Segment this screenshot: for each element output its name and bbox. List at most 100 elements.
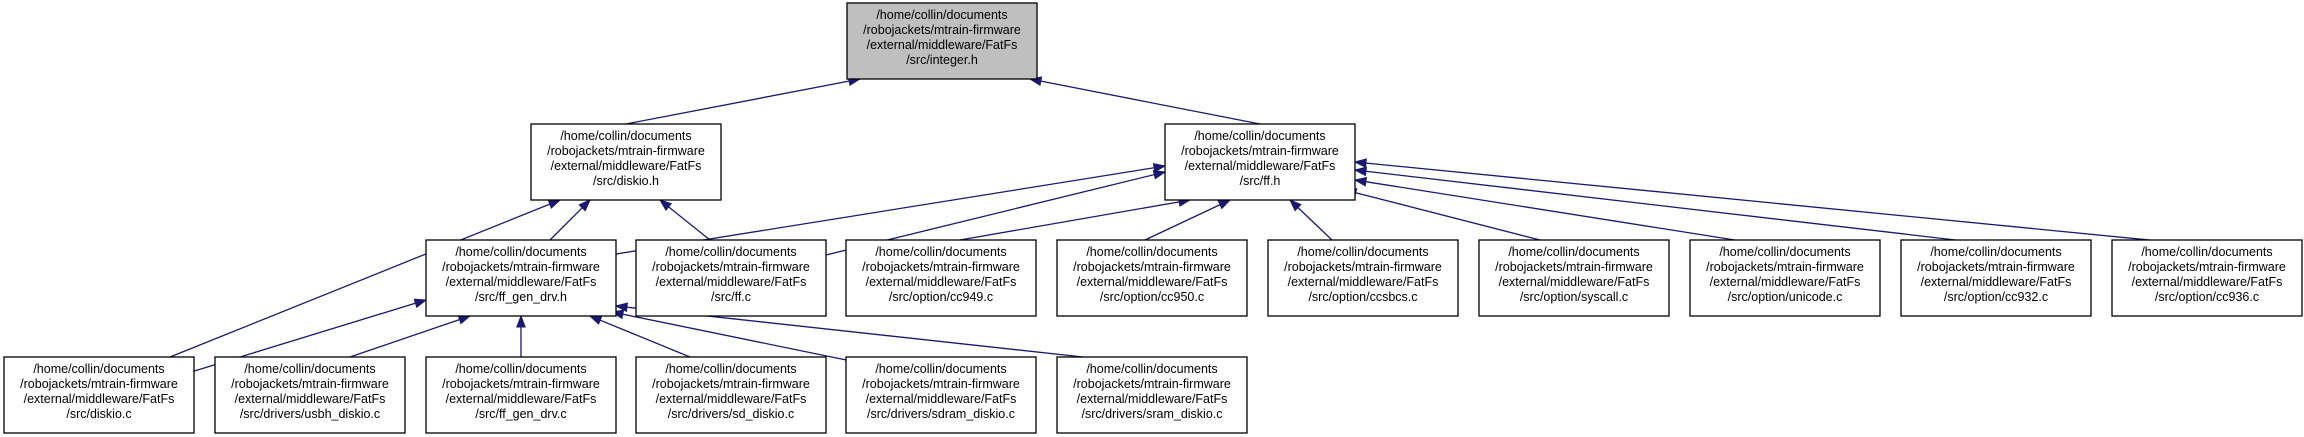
edge-arrowhead <box>658 199 673 212</box>
node-box <box>214 356 406 434</box>
node-label-line: /external/middleware/FatFs <box>446 392 597 406</box>
node-label-line: /home/collin/documents <box>875 245 1006 259</box>
edge-ccsbcs_c-to-ff_h <box>1288 199 1333 241</box>
node-box <box>845 239 1037 317</box>
node-label-line: /src/integer.h <box>906 53 978 67</box>
node-usbh-diskio-c[interactable]: /home/collin/documents/robojackets/mtrai… <box>214 356 406 434</box>
node-label-line: /src/drivers/sdram_diskio.c <box>867 407 1015 421</box>
node-box <box>845 356 1037 434</box>
edge-arrowhead <box>1152 169 1167 180</box>
node-box <box>425 239 617 317</box>
node-label-line: /home/collin/documents <box>244 362 375 376</box>
node-ff-c[interactable]: /home/collin/documents/robojackets/mtrai… <box>635 239 827 317</box>
node-label-line: /src/ff.c <box>711 290 751 304</box>
node-ff-h[interactable]: /home/collin/documents/robojackets/mtrai… <box>1164 123 1356 201</box>
edge-diskio_c-to-diskio_h <box>169 199 562 358</box>
node-cc950-c[interactable]: /home/collin/documents/robojackets/mtrai… <box>1056 239 1248 317</box>
edge-line <box>599 319 691 358</box>
node-label-line: /home/collin/documents <box>876 8 1007 22</box>
nodes-layer: /home/collin/documents/robojackets/mtrai… <box>3 2 2303 434</box>
node-cc936-c[interactable]: /home/collin/documents/robojackets/mtrai… <box>2111 239 2303 317</box>
edge-arrowhead <box>413 298 428 309</box>
edge-arrowhead <box>1353 158 1367 169</box>
edge-arrowhead <box>516 314 526 328</box>
edge-line <box>169 203 551 358</box>
node-label-line: /home/collin/documents <box>2141 245 2272 259</box>
node-sdram-diskio-c[interactable]: /home/collin/documents/robojackets/mtrai… <box>845 356 1037 434</box>
node-box <box>635 239 827 317</box>
node-label-line: /src/drivers/sd_diskio.c <box>668 407 794 421</box>
node-label-line: /robojackets/mtrain-firmware <box>1284 260 1442 274</box>
node-label-line: /home/collin/documents <box>1297 245 1428 259</box>
node-label-line: /src/ff.h <box>1240 174 1281 188</box>
edge-arrowhead <box>1353 166 1367 177</box>
node-label-line: /robojackets/mtrain-firmware <box>862 377 1020 391</box>
node-cc949-c[interactable]: /home/collin/documents/robojackets/mtrai… <box>845 239 1037 317</box>
node-label-line: /home/collin/documents <box>455 362 586 376</box>
node-sd-diskio-c[interactable]: /home/collin/documents/robojackets/mtrai… <box>635 356 827 434</box>
node-box <box>530 123 722 201</box>
node-label-line: /home/collin/documents <box>1086 245 1217 259</box>
node-cc932-c[interactable]: /home/collin/documents/robojackets/mtrai… <box>1900 239 2092 317</box>
node-label-line: /home/collin/documents <box>455 245 586 259</box>
node-label-line: /external/middleware/FatFs <box>1185 159 1336 173</box>
node-label-line: /src/option/cc949.c <box>889 290 993 304</box>
edge-line <box>621 313 857 363</box>
node-ff-gen-drv-h[interactable]: /home/collin/documents/robojackets/mtrai… <box>425 239 617 317</box>
node-label-line: /src/option/cc950.c <box>1100 290 1204 304</box>
node-diskio-c[interactable]: /home/collin/documents/robojackets/mtrai… <box>3 356 195 434</box>
edge-cc949_c-to-ff_h <box>959 197 1192 241</box>
node-sram-diskio-c[interactable]: /home/collin/documents/robojackets/mtrai… <box>1056 356 1248 434</box>
edge-sdram_diskio_c-to-ff_gen_drv_h <box>610 309 857 363</box>
edge-arrowhead <box>1217 199 1232 210</box>
node-label-line: /home/collin/documents <box>1194 129 1325 143</box>
node-label-line: /robojackets/mtrain-firmware <box>863 23 1021 37</box>
edge-arrowhead <box>547 199 562 209</box>
edge-line <box>1144 203 1222 241</box>
node-box <box>425 356 617 434</box>
node-label-line: /external/middleware/FatFs <box>1499 275 1650 289</box>
node-diskio-h[interactable]: /home/collin/documents/robojackets/mtrai… <box>530 123 722 201</box>
node-box <box>3 356 195 434</box>
edge-line <box>1296 206 1333 241</box>
node-label-line: /robojackets/mtrain-firmware <box>1917 260 2075 274</box>
edge-ff_gen_drv_h-to-diskio_h <box>549 199 591 241</box>
node-label-line: /home/collin/documents <box>665 245 796 259</box>
node-label-line: /src/option/syscall.c <box>1520 290 1628 304</box>
edge-arrowhead <box>614 302 628 313</box>
node-label-line: /robojackets/mtrain-firmware <box>442 377 600 391</box>
node-label-line: /src/option/unicode.c <box>1728 290 1843 304</box>
edge-line <box>1364 180 1761 245</box>
node-label-line: /home/collin/documents <box>1930 245 2061 259</box>
node-ccsbcs-c[interactable]: /home/collin/documents/robojackets/mtrai… <box>1267 239 1459 317</box>
node-label-line: /robojackets/mtrain-firmware <box>2128 260 2286 274</box>
edge-ff_c-to-diskio_h <box>658 199 711 241</box>
node-label-line: /robojackets/mtrain-firmware <box>1495 260 1653 274</box>
edge-line <box>959 201 1181 241</box>
node-box <box>1689 239 1881 317</box>
node-label-line: /external/middleware/FatFs <box>656 392 807 406</box>
node-label-line: /robojackets/mtrain-firmware <box>20 377 178 391</box>
edge-cc932_c-to-ff_h <box>1353 166 1991 245</box>
node-ff-gen-drv-c[interactable]: /home/collin/documents/robojackets/mtrai… <box>425 356 617 434</box>
edge-line <box>549 206 584 241</box>
edge-arrowhead <box>1152 162 1167 173</box>
node-label-line: /external/middleware/FatFs <box>1710 275 1861 289</box>
edge-syscall_c-to-ff_h <box>1343 188 1541 241</box>
node-box <box>1164 123 1356 201</box>
node-box <box>1478 239 1670 317</box>
node-label-line: /home/collin/documents <box>665 362 796 376</box>
node-label-line: /src/ff_gen_drv.h <box>475 290 567 304</box>
edge-arrowhead <box>1288 199 1302 212</box>
edge-usbh_diskio_c-to-ff_gen_drv_h <box>349 315 472 358</box>
node-label-line: /src/option/ccsbcs.c <box>1308 290 1417 304</box>
node-label-line: /external/middleware/FatFs <box>866 392 1017 406</box>
node-label-line: /external/middleware/FatFs <box>1921 275 2072 289</box>
node-box <box>2111 239 2303 317</box>
node-label-line: /src/drivers/sram_diskio.c <box>1082 407 1223 421</box>
node-label-line: /robojackets/mtrain-firmware <box>862 260 1020 274</box>
edge-line <box>349 318 461 358</box>
node-unicode-c[interactable]: /home/collin/documents/robojackets/mtrai… <box>1689 239 1881 317</box>
edge-line <box>1354 191 1541 241</box>
node-syscall-c[interactable]: /home/collin/documents/robojackets/mtrai… <box>1478 239 1670 317</box>
